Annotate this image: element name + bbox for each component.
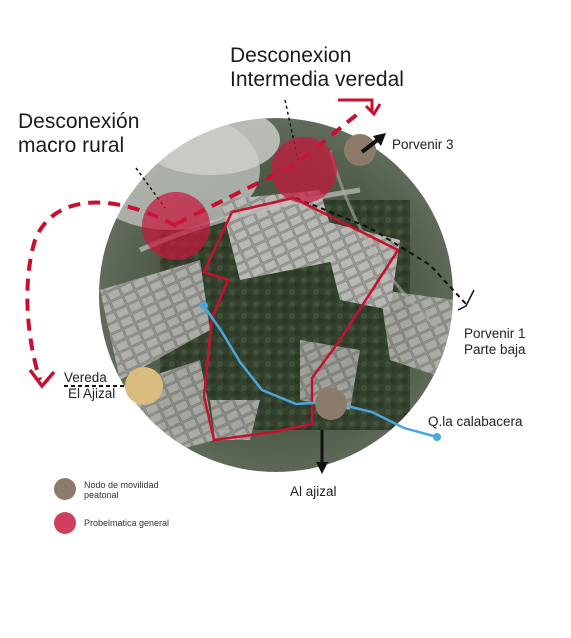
red-dashed-arrow-icon — [25, 200, 177, 381]
node-el-ajizal — [125, 367, 163, 405]
node-central — [315, 388, 347, 420]
legend-problematica-swatch — [54, 512, 76, 534]
problem-zone-macro — [142, 192, 210, 260]
label-porvenir3: Porvenir 3 — [392, 137, 454, 152]
label-macro-rural: Desconexión macro rural — [18, 110, 140, 158]
label-intermedia: Desconexion Intermedia veredal — [230, 44, 404, 92]
node-porvenir3 — [344, 134, 376, 166]
label-vereda: Vereda El Ajizal — [64, 370, 116, 401]
legend-nodo-label: Nodo de movilidad peatonal — [84, 480, 159, 501]
stream-line — [202, 305, 438, 439]
problem-zone-intermedia — [271, 137, 337, 203]
black-arrow-icon — [360, 133, 386, 154]
stream-start-point — [200, 302, 208, 310]
legend-nodo-swatch — [54, 478, 76, 500]
stream-end-point — [433, 433, 441, 441]
label-al-ajizal: Al ajizal — [290, 484, 337, 499]
porvenir1-arrow-icon — [457, 289, 475, 311]
porvenir1-dashed-line — [295, 197, 467, 305]
label-porvenir1: Porvenir 1 Parte baja — [464, 326, 526, 357]
study-area-boundary — [202, 196, 400, 442]
label-quebrada: Q.la calabacera — [428, 414, 523, 429]
black-arrow-down-icon — [316, 430, 328, 474]
legend-problematica-label: Probelmatica general — [84, 518, 170, 528]
